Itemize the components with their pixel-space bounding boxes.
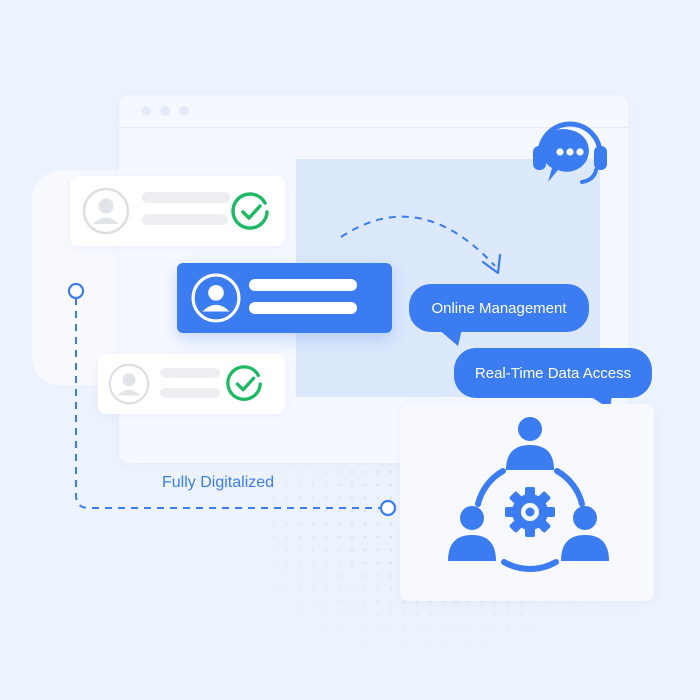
placeholder-line <box>160 388 220 398</box>
user-avatar-icon <box>82 187 130 235</box>
connector-node <box>67 282 85 300</box>
check-circle-icon <box>226 365 262 401</box>
user-avatar-icon <box>191 273 241 323</box>
user-avatar-icon <box>108 363 150 405</box>
text-line <box>249 302 357 314</box>
arrow-head <box>481 253 502 275</box>
headset-chat-icon <box>533 121 607 184</box>
placeholder-line <box>142 192 230 203</box>
online-management-bubble: Online Management <box>409 284 589 332</box>
online-management-label: Online Management <box>431 299 567 317</box>
placeholder-line <box>142 214 228 225</box>
user-card-verified <box>98 354 285 414</box>
user-card-active <box>177 263 392 333</box>
connector-node <box>379 499 397 517</box>
fully-digitalized-label: Fully Digitalized <box>162 474 275 491</box>
dashed-arrow <box>340 215 496 267</box>
bubble-tail <box>438 329 462 346</box>
dashed-connector <box>75 298 382 509</box>
browser-title-bar <box>119 95 628 128</box>
user-card-verified <box>70 176 285 246</box>
check-circle-icon <box>231 192 269 230</box>
browser-dot <box>141 106 151 116</box>
team-gear-icon <box>448 417 609 572</box>
placeholder-line <box>160 368 220 378</box>
browser-dot <box>179 106 189 116</box>
real-time-data-access-label: Real-Time Data Access <box>474 364 632 382</box>
real-time-data-access-bubble: Real-Time Data Access <box>454 348 652 398</box>
text-line <box>249 279 357 291</box>
browser-dot <box>160 106 170 116</box>
